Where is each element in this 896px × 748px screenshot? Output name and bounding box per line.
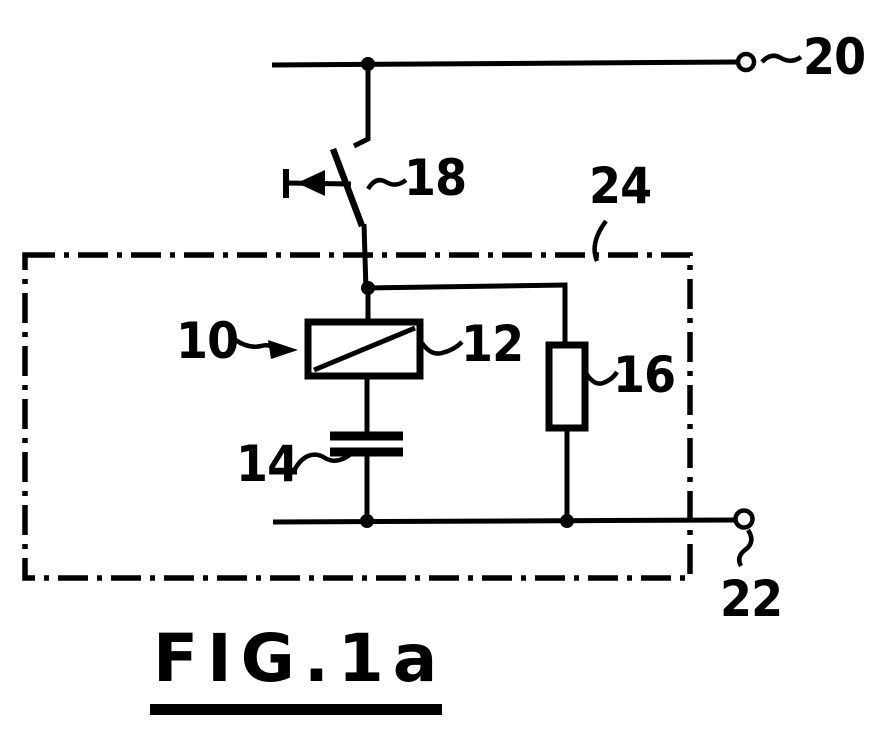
terminal-22-circle bbox=[733, 508, 755, 530]
enclosure-box bbox=[22, 252, 693, 581]
coil-leader-arrowhead bbox=[268, 340, 298, 359]
label-switch: 18 bbox=[404, 149, 467, 207]
label-enclosure: 24 bbox=[589, 157, 652, 215]
label-resistor: 16 bbox=[613, 346, 676, 404]
label-relay: 12 bbox=[461, 315, 524, 373]
branch-wire-to-resistor bbox=[367, 282, 568, 346]
enclosure-leader bbox=[592, 219, 608, 262]
actuator-arrowhead bbox=[297, 170, 325, 196]
junction-dot-capacitor bbox=[360, 514, 374, 528]
coil-leader-shaft bbox=[232, 337, 275, 349]
capacitor-leader bbox=[291, 451, 354, 473]
figure-caption-underline bbox=[150, 704, 442, 715]
switch-blade bbox=[329, 147, 366, 228]
junction-dot-branch bbox=[361, 281, 375, 295]
label-terminal-bottom: 22 bbox=[720, 570, 783, 628]
figure-caption: FIG.1a bbox=[153, 620, 447, 697]
junction-dot-resistor bbox=[560, 514, 574, 528]
bottom-return-wire bbox=[272, 517, 737, 525]
top-supply-wire bbox=[271, 59, 739, 68]
terminal-20-tilde bbox=[760, 53, 803, 64]
switch-label-tilde bbox=[366, 177, 408, 191]
switch-drop-wire bbox=[352, 64, 371, 149]
label-terminal-top: 20 bbox=[803, 28, 866, 86]
resistor-box bbox=[545, 341, 589, 432]
label-capacitor: 14 bbox=[236, 435, 299, 493]
relay-diagonal bbox=[313, 325, 416, 373]
label-coil: 10 bbox=[176, 312, 239, 370]
relay-label-tilde bbox=[420, 340, 464, 356]
terminal-20-circle bbox=[735, 51, 757, 73]
terminal-22-leader bbox=[736, 528, 754, 568]
resistor-label-tilde bbox=[584, 370, 619, 386]
